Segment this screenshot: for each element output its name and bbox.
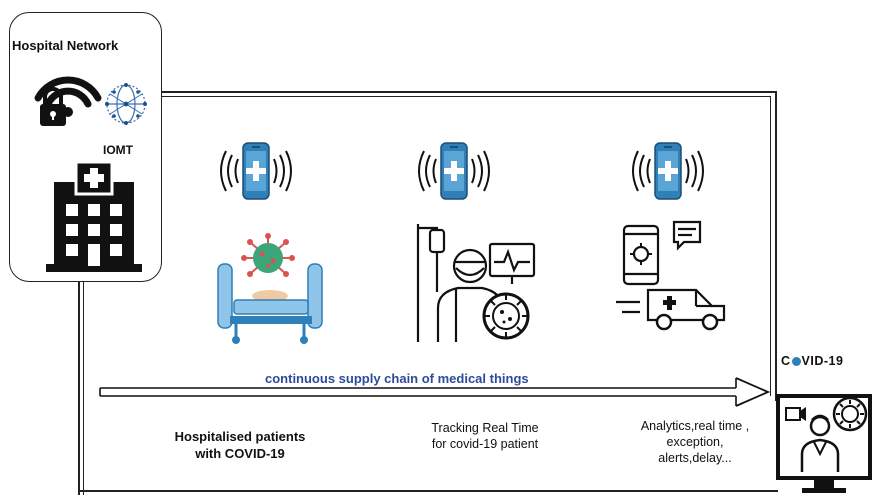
smartphone-medical-icon xyxy=(632,142,704,200)
iomt-label: IOMT xyxy=(103,143,133,157)
stage-tracking-label: Tracking Real Time for covid-19 patient xyxy=(431,421,539,451)
frame-left-line-inner xyxy=(83,282,84,495)
network-globe-icon xyxy=(105,83,147,125)
frame-right-line xyxy=(775,91,777,401)
hospital-network-title: Hospital Network xyxy=(12,38,119,53)
smartphone-medical-icon xyxy=(418,142,490,200)
frame-top-line xyxy=(160,91,777,93)
stage-analytics-label: Analytics,real time , exception, alerts,… xyxy=(640,419,750,465)
stage-hospitalised-label: Hospitalised patients with COVID-19 xyxy=(174,429,306,461)
smartphone-medical-icon xyxy=(220,142,292,200)
patient-tracking-icon xyxy=(416,224,536,342)
frame-left-line xyxy=(78,282,80,495)
supply-chain-arrow xyxy=(99,377,771,407)
supply-chain-label: continuous supply chain of medical thing… xyxy=(265,371,529,386)
frame-bottom-line xyxy=(78,490,778,492)
hospital-bed-virus-icon xyxy=(217,233,323,344)
virus-dot-icon xyxy=(791,357,801,366)
analytics-ambulance-icon xyxy=(616,220,726,331)
wifi-lock-icon xyxy=(34,76,102,126)
frame-right-line-inner xyxy=(770,96,771,396)
telemedicine-monitor-icon xyxy=(776,394,872,493)
hospital-building-icon xyxy=(46,160,142,272)
frame-top-line-inner xyxy=(160,96,771,97)
